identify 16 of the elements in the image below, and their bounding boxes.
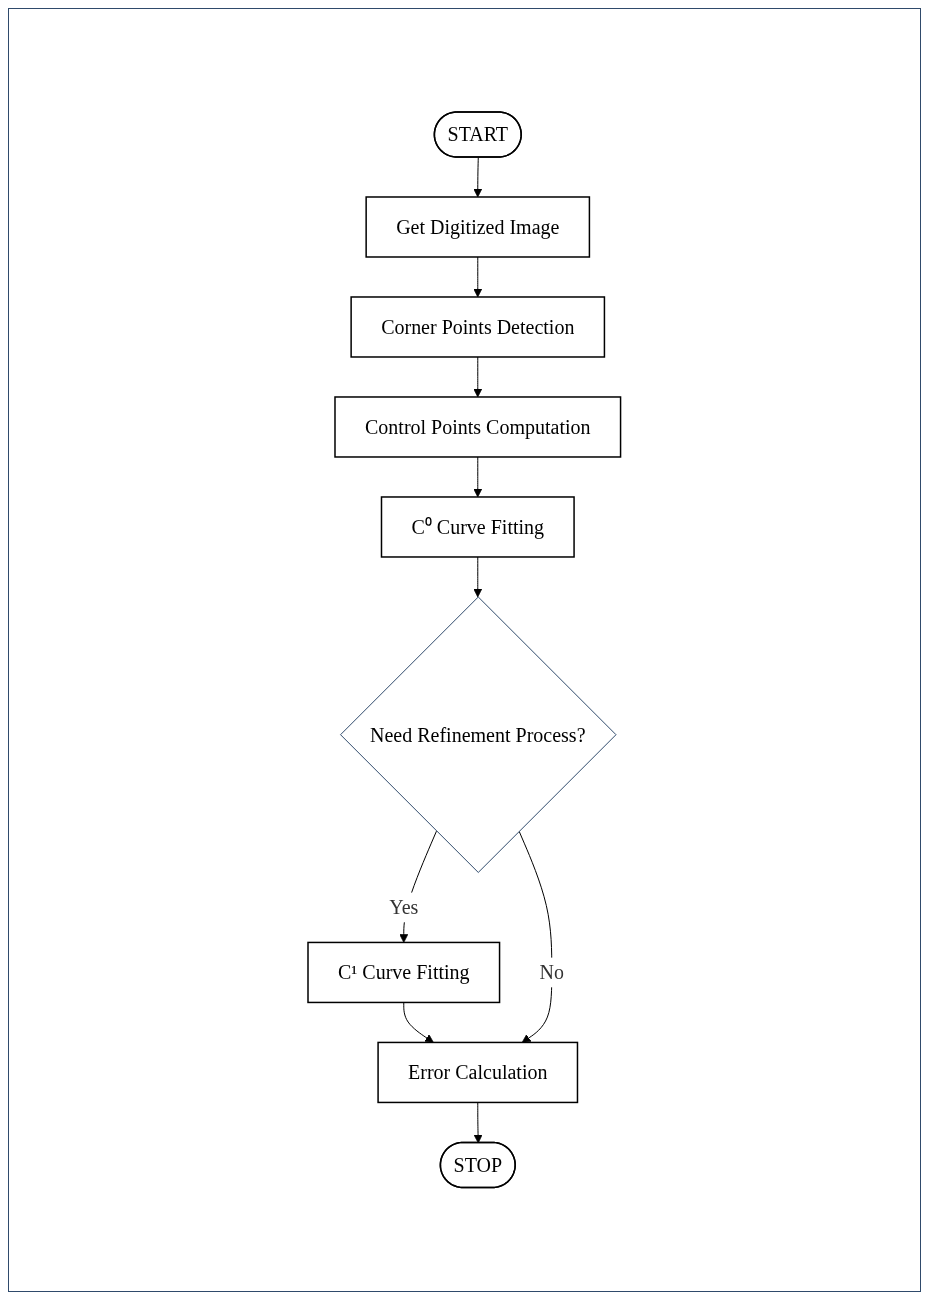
node-diamond: Need Refinement Process?	[340, 596, 617, 874]
arrow	[473, 256, 483, 298]
arrow	[473, 1102, 483, 1144]
node-box: Get Digitized Image	[365, 196, 591, 258]
node-box: Error Calculation	[377, 1042, 579, 1104]
edge-label: Yes	[389, 896, 419, 919]
arrow	[403, 1002, 434, 1044]
node-box: Control Points Computation	[334, 396, 622, 458]
arrow	[473, 456, 483, 498]
arrow	[473, 157, 483, 198]
node-box: C¹ Curve Fitting	[307, 942, 501, 1004]
node-box: C⁰ Curve Fitting	[380, 496, 576, 558]
arrow	[473, 356, 483, 398]
arrow	[473, 556, 483, 598]
edge-label: No	[539, 961, 565, 984]
node-box: Corner Points Detection	[350, 296, 606, 358]
